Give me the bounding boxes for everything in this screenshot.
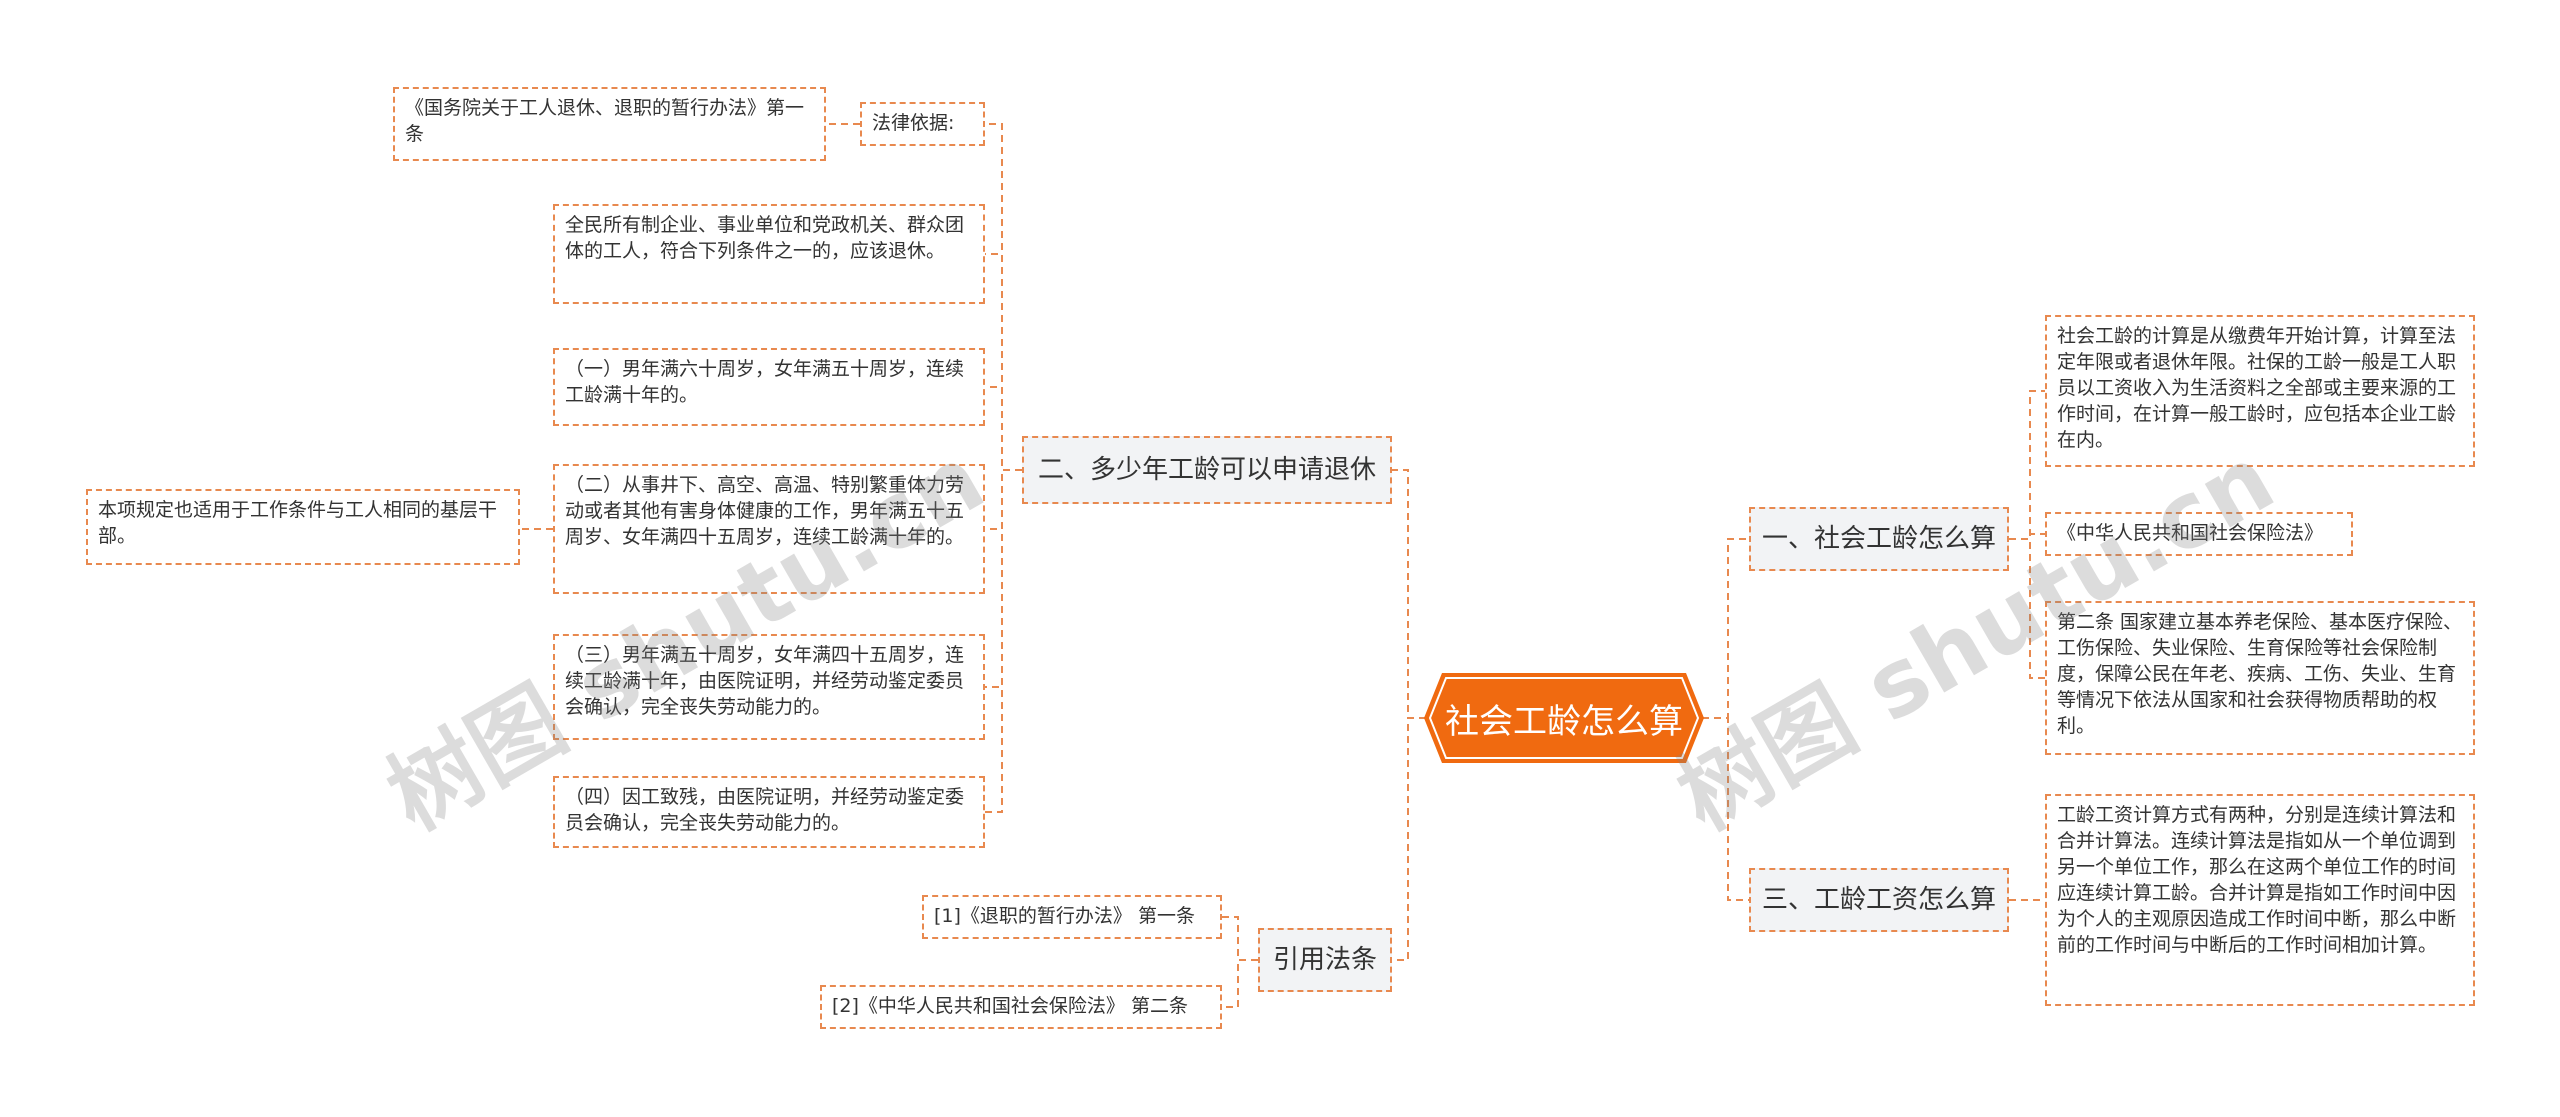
leaf-condition-three[interactable]: （三）男年满五十周岁，女年满四十五周岁，连续工龄满十年，由医院证明，并经劳动鉴定… [553,634,985,740]
branch-seniority-wage[interactable]: 三、工龄工资怎么算 [1749,868,2009,932]
leaf-legal-source[interactable]: 《国务院关于工人退休、退职的暂行办法》第一条 [393,87,826,161]
link-b2-legal [985,123,1022,471]
link-b2-l3 [985,469,1022,530]
leaf-citation-one[interactable]: [1]《退职的暂行办法》 第一条 [922,895,1222,939]
link-b2-l4 [985,469,1022,688]
leaf-condition-two-note[interactable]: 本项规定也适用于工作条件与工人相同的基层干部。 [86,489,520,565]
leaf-retire-conditions[interactable]: 全民所有制企业、事业单位和党政机关、群众团体的工人，符合下列条件之一的，应该退休… [553,204,985,304]
link-b1-l3 [2009,538,2045,679]
link-root-b4 [1392,717,1426,961]
leaf-social-insurance-law[interactable]: 《中华人民共和国社会保险法》 [2045,512,2353,556]
root-node[interactable]: 社会工龄怎么算 [1424,673,1704,763]
leaf-condition-two[interactable]: （二）从事井下、高空、高温、特别繁重体力劳动或者其他有害身体健康的工作，男年满五… [553,464,985,594]
link-b2-l5 [985,469,1022,813]
leaf-article-two[interactable]: 第二条 国家建立基本养老保险、基本医疗保险、工伤保险、失业保险、生育保险等社会保… [2045,601,2475,755]
link-b2-l1 [985,253,1022,471]
root-shape [1424,673,1704,763]
leaf-condition-one[interactable]: （一）男年满六十周岁，女年满五十周岁，连续工龄满十年的。 [553,348,985,426]
leaf-legal-basis[interactable]: 法律依据: [860,102,985,146]
leaf-wage-calculation[interactable]: 工龄工资计算方式有两种，分别是连续计算法和合并计算法。连续计算法是指如从一个单位… [2045,794,2475,1006]
link-b4-l1 [1222,916,1258,961]
branch-retirement-years[interactable]: 二、多少年工龄可以申请退休 [1022,436,1392,504]
leaf-citation-two[interactable]: [2]《中华人民共和国社会保险法》 第二条 [820,985,1222,1029]
root-label: 社会工龄怎么算 [1445,701,1683,742]
link-root-b2 [1392,469,1426,719]
link-b2-l2 [985,386,1022,471]
leaf-calculation-desc[interactable]: 社会工龄的计算是从缴费年开始计算，计算至法定年限或者退休年限。社保的工龄一般是工… [2045,315,2475,467]
link-b4-l2 [1222,959,1258,1008]
branch-cited-law[interactable]: 引用法条 [1258,928,1392,992]
link-b1-l1 [2009,390,2045,540]
link-root-b1 [1702,538,1749,719]
link-root-b3 [1702,717,1749,901]
branch-social-seniority[interactable]: 一、社会工龄怎么算 [1749,507,2009,571]
leaf-condition-four[interactable]: （四）因工致残，由医院证明，并经劳动鉴定委员会确认，完全丧失劳动能力的。 [553,776,985,848]
